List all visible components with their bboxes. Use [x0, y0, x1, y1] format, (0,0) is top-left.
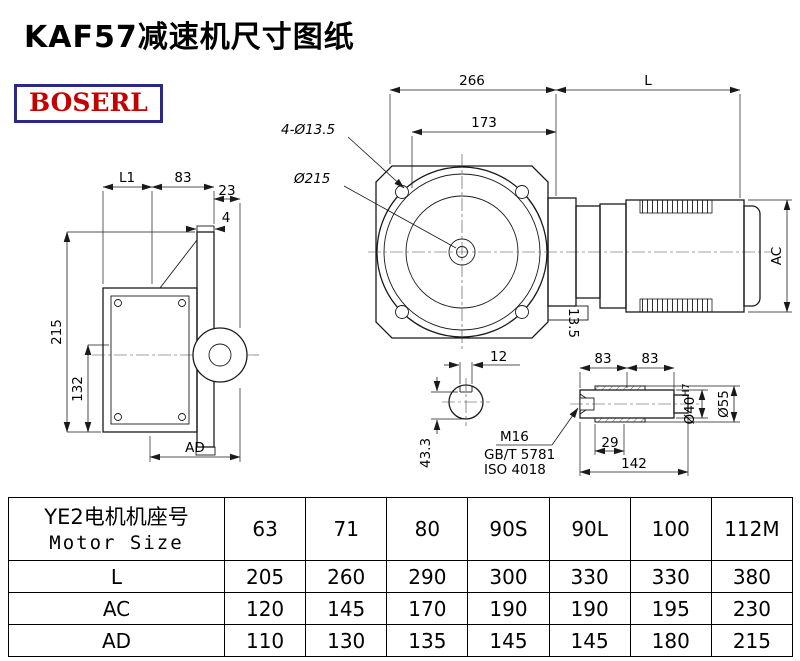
dim-23-label: 23 — [218, 183, 235, 199]
size-cell: 63 — [223, 497, 307, 561]
value-cell: 190 — [548, 592, 631, 625]
housing-bolt — [114, 299, 122, 307]
dim-266-label: 266 — [459, 73, 485, 89]
motor-fins — [639, 298, 713, 313]
value-cell: 230 — [710, 592, 794, 625]
size-cell: 100 — [629, 497, 712, 561]
dim-bolt-holes-label: 4-Ø13.5 — [281, 122, 335, 138]
value-cell: 260 — [305, 560, 388, 593]
value-cell: 180 — [629, 624, 712, 657]
housing-bolt — [178, 413, 186, 421]
dim-55-label: Ø55 — [716, 390, 732, 418]
size-cell: 80 — [386, 497, 469, 561]
bolt-hole — [395, 185, 409, 199]
side-view: L1 83 23 4 215 132 AD — [49, 170, 262, 462]
dim-215-label: 215 — [49, 319, 65, 345]
output-hub-circle — [192, 327, 248, 383]
header-chinese: YE2电机机座号 — [44, 505, 189, 530]
value-cell: 330 — [548, 560, 631, 593]
value-cell: 205 — [223, 560, 307, 593]
size-cell: 112M — [710, 497, 794, 561]
value-cell: 170 — [386, 592, 469, 625]
dim-40h7-label: Ø40H7 — [681, 383, 698, 424]
technical-drawing: L1 83 23 4 215 132 AD — [49, 73, 792, 478]
dim-83b-label: 83 — [641, 351, 658, 367]
bolt-hole — [395, 305, 409, 319]
size-cell: 71 — [305, 497, 388, 561]
dim-ad-label: AD — [185, 440, 205, 456]
value-cell: 130 — [305, 624, 388, 657]
dim-13-5-label: 13.5 — [565, 308, 581, 338]
table-row-AD: AD 110 130 135 145 145 180 215 — [8, 624, 794, 657]
motor-fins — [639, 199, 713, 214]
header-english: Motor Size — [49, 531, 184, 554]
motor-size-header-cell: YE2电机机座号 Motor Size — [8, 497, 225, 561]
bolt-hole — [515, 305, 529, 319]
motor-size-table: YE2电机机座号 Motor Size 63 71 80 90S 90L 100… — [8, 497, 794, 657]
value-cell: 145 — [548, 624, 631, 657]
motor-view: AC — [599, 199, 792, 313]
front-view: 266 L 173 4-Ø13.5 Ø215 13.5 — [281, 73, 772, 350]
housing-bolt — [114, 413, 122, 421]
value-cell: 145 — [467, 624, 550, 657]
size-cell: 90L — [548, 497, 631, 561]
dim-43-3-label: 43.3 — [418, 438, 434, 468]
row-label: AC — [8, 592, 225, 625]
dim-173-label: 173 — [471, 115, 497, 131]
value-cell: 195 — [629, 592, 712, 625]
shaft-detail-view: 83 83 M16 GB/T 5781 ISO 4018 29 142 Ø40H… — [484, 351, 740, 478]
dim-83a-label: 83 — [594, 351, 611, 367]
dim-132-label: 132 — [70, 376, 86, 402]
size-cell: 90S — [467, 497, 550, 561]
housing-bolt — [178, 299, 186, 307]
flange-square — [375, 165, 549, 339]
value-cell: 145 — [305, 592, 388, 625]
value-cell: 135 — [386, 624, 469, 657]
table-header-row: YE2电机机座号 Motor Size 63 71 80 90S 90L 100… — [8, 497, 794, 561]
standard-iso-label: ISO 4018 — [484, 462, 546, 478]
value-cell: 300 — [467, 560, 550, 593]
table-row-L: L 205 260 290 300 330 330 380 — [8, 560, 794, 593]
dim-142-label: 142 — [621, 456, 647, 472]
row-label: L — [8, 560, 225, 593]
motor-flange — [599, 203, 627, 309]
value-cell: 330 — [629, 560, 712, 593]
dim-29-label: 29 — [601, 435, 618, 451]
table-row-AC: AC 120 145 170 190 190 195 230 — [8, 592, 794, 625]
value-cell: 215 — [710, 624, 794, 657]
value-cell: 110 — [223, 624, 307, 657]
value-cell: 290 — [386, 560, 469, 593]
dim-12-label: 12 — [490, 349, 507, 365]
value-cell: 190 — [467, 592, 550, 625]
dim-l1-label: L1 — [119, 170, 135, 186]
value-cell: 380 — [710, 560, 794, 593]
dim-83-label: 83 — [174, 170, 191, 186]
page-title: KAF57减速机尺寸图纸 — [24, 20, 355, 55]
dim-ac-label: AC — [769, 247, 785, 265]
shaft-section-view: 12 43.3 — [418, 349, 520, 468]
dim-flange-dia-label: Ø215 — [293, 171, 330, 187]
brand-logo: BOSERL — [14, 84, 163, 123]
bolt-hole — [515, 185, 529, 199]
value-cell: 120 — [223, 592, 307, 625]
motor-endcap — [743, 205, 761, 307]
standard-gbt-label: GB/T 5781 — [484, 447, 555, 463]
dim-4-label: 4 — [222, 210, 231, 226]
thread-spec-label: M16 — [500, 429, 529, 445]
gearbox-housing — [102, 287, 198, 433]
row-label: AD — [8, 624, 225, 657]
dim-L-label: L — [644, 73, 652, 89]
motor-body — [625, 199, 745, 313]
